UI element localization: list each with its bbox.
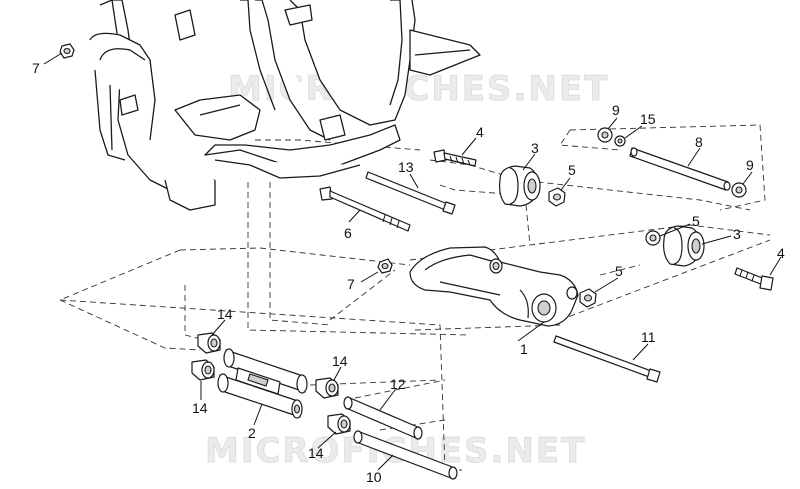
washer-9-left [597,127,613,143]
callout-9-right: 9 [746,157,754,173]
callout-4-lower: 4 [777,245,785,261]
callout-14-lower-left: 14 [192,400,208,416]
callout-14-right-upper: 14 [332,353,348,369]
nut-7-top [59,43,75,59]
callout-7-middle: 7 [347,276,355,292]
callout-leaders [43,52,782,471]
tube-10 [353,430,458,480]
nut-5-lower [579,288,597,308]
callout-4-upper: 4 [476,124,484,140]
bushing-14-lower-left [191,359,215,381]
silent-block-3-upper [498,165,541,207]
pin-8 [629,147,731,191]
bushing-14-right-lower [327,413,351,435]
callout-14-upper-left: 14 [217,306,233,322]
bushing-14-right-upper [315,377,339,399]
bolt-11 [553,335,661,383]
callout-1: 1 [520,341,528,357]
callout-3-lower: 3 [733,226,741,242]
swingarm-link-1 [409,246,579,327]
callout-3-upper: 3 [531,140,539,156]
nut-5-upper [548,187,566,207]
callout-7-top: 7 [32,60,40,76]
link-bracket-2 [217,348,308,419]
bolt-4-upper [433,149,477,167]
washer-9-right [731,182,747,198]
main-frame [89,0,481,211]
silent-block-3-lower [663,225,705,267]
callout-10: 10 [366,469,382,485]
watermark-bottom: MICROFICHES.NET [205,431,586,471]
callout-9-left: 9 [612,102,620,118]
bolt-4-lower [734,267,774,291]
callout-11: 11 [641,329,656,345]
callout-2: 2 [248,425,256,441]
washer-15 [614,135,626,147]
callout-6: 6 [344,225,352,241]
bolt-6 [319,186,411,232]
callout-12: 12 [390,376,406,392]
washer-5-mid [645,230,661,246]
bolt-13 [365,171,456,215]
callout-5-upper: 5 [568,162,576,178]
callout-labels: 7 4 13 3 5 9 15 8 9 6 5 3 4 7 5 1 11 14 … [32,60,785,485]
callout-5-mid: 5 [692,213,700,229]
callout-13: 13 [398,159,414,175]
nut-7-middle [377,258,393,274]
bushing-14-upper-left [197,332,221,354]
tube-12 [343,396,423,440]
callout-8: 8 [695,134,703,150]
callout-5-lower: 5 [615,263,623,279]
callout-14-right-lower: 14 [308,445,324,461]
callout-15: 15 [640,111,656,127]
